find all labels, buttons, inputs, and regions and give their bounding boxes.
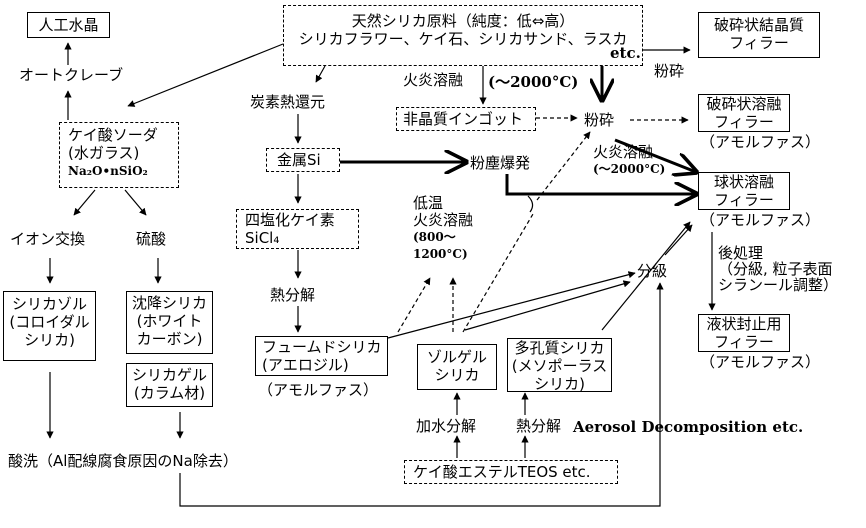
sodium-silicate-alias: (水ガラス) — [68, 144, 140, 162]
flame-fusion-label-2: 火炎溶融 — [593, 143, 654, 161]
silicate-ester-box: ケイ酸エステルTEOS etc. — [404, 460, 618, 484]
silica-gel-alias: (カラム材) — [133, 384, 206, 402]
spherical-fused-name: 球状溶融 — [713, 173, 774, 191]
crushed-fused-amorphous: （アモルファス） — [700, 133, 821, 151]
crushed-crystal-filler-box: 破砕状結晶質 フィラー — [698, 12, 820, 58]
artificial-quartz-box: 人工水晶 — [27, 12, 110, 38]
sulfuric-acid-label: 硫酸 — [136, 230, 167, 248]
sodium-silicate-formula: Na₂O•nSiO₂ — [68, 164, 148, 178]
sodium-silicate-name: ケイ酸ソーダ — [68, 126, 158, 144]
acid-wash-label: 酸洗（Al配線腐食原因のNa除去） — [8, 452, 238, 470]
raw-material-title: 天然シリカ原料（純度：低⇔高） — [351, 12, 575, 30]
liquid-sealing-filler: フィラー — [714, 333, 774, 351]
liquid-sealing-amorphous: （アモルファス） — [700, 353, 821, 371]
spherical-fused-amorphous: （アモルファス） — [700, 211, 821, 229]
sicl4-box: 四塩化ケイ素 SiCl₄ — [236, 209, 359, 249]
sicl4-formula: SiCl₄ — [245, 229, 280, 247]
crush-label-2: 粉砕 — [654, 62, 685, 80]
aerosol-label: Aerosol Decomposition etc. — [573, 418, 804, 436]
liquid-sealing-name: 液状封止用 — [706, 315, 782, 333]
silica-sol-name: シリカゾル — [11, 295, 87, 313]
classification-label: 分級 — [637, 262, 668, 280]
silica-gel-box: シリカゲル (カラム材) — [126, 363, 213, 407]
post-treatment-title: 後処理 — [718, 244, 764, 262]
precipitated-silica-box: 沈降シリカ (ホワイト カーボン) — [126, 291, 213, 354]
autoclave-label: オートクレーブ — [19, 66, 124, 84]
flame-fusion-temp-2: (～2000°C) — [593, 162, 666, 176]
raw-material-examples: シリカフラワー、ケイ石、シリカサンド、ラスカ — [298, 30, 628, 48]
precipitated-silica-name: 沈降シリカ — [131, 294, 207, 312]
pyrolysis-label: 熱分解 — [270, 286, 316, 304]
post-treatment-detail-end: シランール調整） — [718, 276, 839, 294]
crushed-crystal-filler: フィラー — [729, 34, 789, 52]
fumed-silica-name: フュームドシリカ — [262, 338, 382, 356]
sol-gel-silica-name-end: シリカ — [434, 366, 480, 384]
fumed-silica-alias: (アエロジル) — [262, 356, 349, 374]
sol-gel-silica-name: ゾルゲル — [426, 348, 487, 366]
low-temp-range-end: 1200°C) — [413, 247, 468, 261]
silica-sol-alias: (コロイダル — [9, 313, 90, 331]
low-temp-process: 火炎溶融 — [413, 211, 474, 229]
porous-silica-name: 多孔質シリカ — [514, 339, 605, 357]
spherical-fused-filler-box: 球状溶融 フィラー — [698, 172, 790, 210]
amorphous-ingot-box: 非晶質インゴット — [396, 107, 536, 131]
ion-exchange-label: イオン交換 — [10, 230, 86, 248]
spherical-fused-filler: フィラー — [714, 191, 774, 209]
porous-silica-alias-end: シリカ) — [534, 375, 585, 393]
metal-si-box: 金属Si — [266, 148, 340, 172]
silica-sol-box: シリカゾル (コロイダル シリカ) — [3, 291, 96, 361]
post-treatment-detail: （分級, 粒子表面 — [718, 260, 833, 278]
hydrolysis-label: 加水分解 — [416, 417, 477, 435]
raw-material-etc: etc. — [610, 44, 641, 62]
pyrolysis-label-2: 熱分解 — [516, 417, 562, 435]
fumed-silica-box: フュームドシリカ (アエロジル) — [255, 336, 388, 376]
sicl4-name: 四塩化ケイ素 — [245, 211, 335, 229]
crushed-fused-filler-box: 破砕状溶融 フィラー — [698, 94, 790, 132]
crushed-fused-name: 破砕状溶融 — [706, 95, 782, 113]
crushed-crystal-name: 破砕状結晶質 — [713, 16, 804, 34]
dust-explosion-label: 粉塵爆発 — [470, 154, 531, 172]
flame-fusion-label-1: 火炎溶融 — [403, 71, 464, 89]
low-temp-range-start: (800～ — [413, 230, 456, 244]
fumed-silica-amorphous: （アモルファス） — [258, 381, 379, 399]
carbothermal-label: 炭素熱還元 — [250, 93, 326, 111]
raw-material-box: 天然シリカ原料（純度：低⇔高） シリカフラワー、ケイ石、シリカサンド、ラスカ — [283, 5, 643, 66]
sol-gel-silica-box: ゾルゲル シリカ — [417, 344, 497, 390]
flame-fusion-temp-1: (～2000°C) — [488, 73, 579, 91]
precipitated-silica-alias-end: カーボン) — [136, 330, 203, 348]
low-temp-flame-fusion: 低温 火炎溶融 (800～ 1200°C) — [413, 195, 473, 263]
flame-fusion-2: 火炎溶融 (～2000°C) — [593, 144, 665, 178]
porous-silica-alias: (メソポーラス — [511, 357, 608, 375]
crushed-fused-filler: フィラー — [714, 113, 774, 131]
porous-silica-box: 多孔質シリカ (メソポーラス シリカ) — [507, 338, 612, 393]
post-treatment: 後処理 （分級, 粒子表面 シランール調整） — [718, 245, 838, 293]
crush-label-1: 粉砕 — [584, 111, 615, 129]
silica-sol-alias-end: シリカ) — [24, 331, 75, 349]
low-temp-label: 低温 — [413, 194, 444, 212]
precipitated-silica-alias: (ホワイト — [136, 312, 203, 330]
sodium-silicate-box: ケイ酸ソーダ (水ガラス) Na₂O•nSiO₂ — [59, 122, 179, 188]
silica-gel-name: シリカゲル — [131, 366, 207, 384]
liquid-sealing-filler-box: 液状封止用 フィラー — [698, 314, 790, 352]
